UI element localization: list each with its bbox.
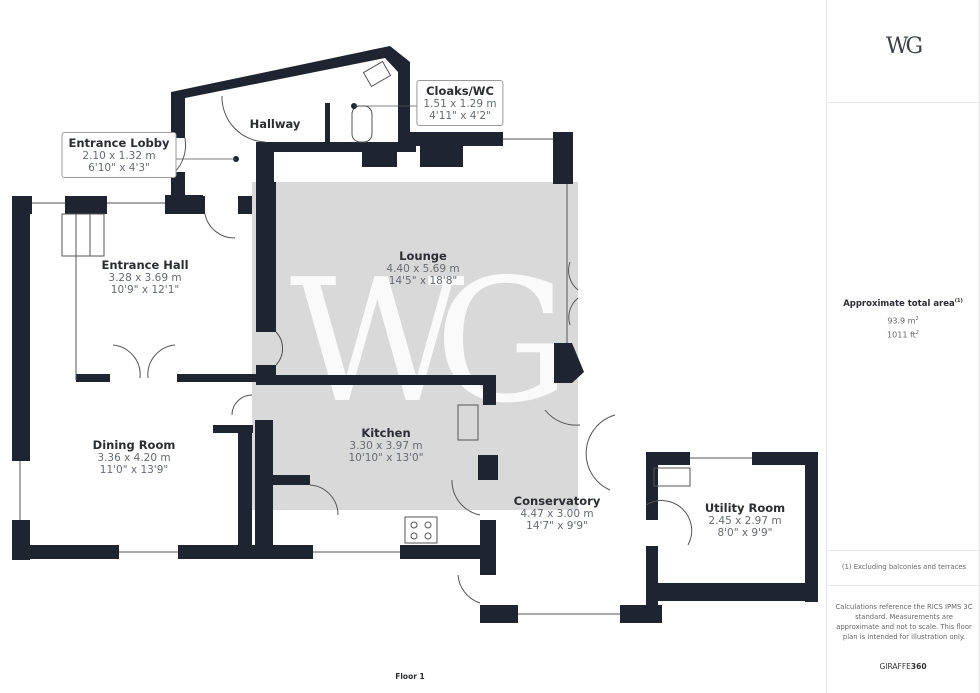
giraffe360-brand: GIRAFFE360 bbox=[879, 662, 927, 671]
walls bbox=[12, 46, 818, 623]
area-ft2: 1011 ft2 bbox=[887, 330, 919, 340]
divider bbox=[827, 102, 979, 103]
room-label-utility-room: Utility Room 2.45 x 2.97 m 8'0" x 9'9" bbox=[704, 501, 786, 539]
floor-label: Floor 1 bbox=[395, 672, 425, 681]
brand-logo: WG bbox=[885, 34, 923, 59]
floor-plan: WG bbox=[12, 46, 818, 681]
room-label-kitchen: Kitchen 3.30 x 3.97 m 10'10" x 13'0" bbox=[348, 426, 424, 464]
disclaimer: Calculations reference the RICS IPMS 3C … bbox=[835, 603, 973, 641]
room-label-dining-room: Dining Room 3.36 x 4.20 m 11'0" x 13'9" bbox=[92, 438, 176, 476]
room-label-entrance-lobby: Entrance Lobby 2.10 x 1.32 m 6'10" x 4'3… bbox=[61, 132, 177, 178]
room-label-entrance-hall: Entrance Hall 3.28 x 3.69 m 10'9" x 12'1… bbox=[101, 258, 189, 296]
divider bbox=[827, 550, 979, 551]
room-label-hallway: Hallway bbox=[249, 117, 301, 131]
room-label-lounge: Lounge 4.40 x 5.69 m 14'5" x 18'8" bbox=[386, 249, 460, 287]
highlight-zone bbox=[252, 182, 578, 510]
divider bbox=[827, 585, 979, 586]
info-panel: WG Approximate total area(1) 93.9 m2 101… bbox=[826, 0, 980, 693]
fixtures bbox=[19, 60, 752, 615]
room-label-cloaks-wc: Cloaks/WC 1.51 x 1.29 m 4'11" x 4'2" bbox=[416, 80, 504, 126]
area-m2: 93.9 m2 bbox=[887, 316, 919, 326]
floor-plan-drawing: WG bbox=[12, 46, 818, 623]
footnote: (1) Excluding balconies and terraces bbox=[841, 563, 967, 571]
watermark-logo: WG bbox=[290, 243, 558, 441]
room-label-conservatory: Conservatory 4.47 x 3.00 m 14'7" x 9'9" bbox=[513, 494, 601, 532]
area-title: Approximate total area(1) bbox=[843, 298, 963, 309]
